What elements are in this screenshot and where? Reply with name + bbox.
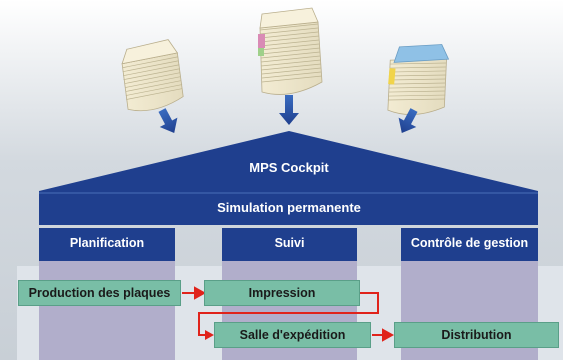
arrow-red-salle-distribution — [372, 328, 395, 342]
roof — [39, 131, 538, 191]
header-title: MPS Cockpit — [249, 160, 329, 175]
process-box-production: Production des plaques — [18, 280, 181, 306]
arrow-red-production-impression — [182, 286, 207, 300]
roof-band — [39, 191, 538, 225]
right-stack-tab-yellow — [388, 68, 396, 85]
process-box-salle: Salle d'expédition — [214, 322, 371, 348]
process-box-impression: Impression — [204, 280, 360, 306]
center-stack-tab-green — [258, 48, 264, 56]
column-label-planification: Planification — [69, 236, 145, 250]
process-box-distribution: Distribution — [394, 322, 559, 348]
arrow-down-left-icon — [158, 108, 178, 133]
document-stack-left-icon — [121, 39, 184, 112]
center-stack-tab-pink — [258, 34, 265, 48]
document-stack-center-icon — [258, 7, 323, 95]
arrow-down-center-icon — [279, 95, 299, 125]
column-label-controle: Contrôle de gestion — [410, 236, 529, 250]
header-subtitle: Simulation permanente — [217, 200, 361, 215]
column-label-suivi: Suivi — [274, 236, 305, 250]
right-stack-blue-folder — [393, 44, 450, 63]
arrow-red-impression-salle — [198, 292, 379, 340]
document-stack-right-icon — [387, 44, 450, 115]
arrow-down-right-icon — [398, 108, 418, 133]
